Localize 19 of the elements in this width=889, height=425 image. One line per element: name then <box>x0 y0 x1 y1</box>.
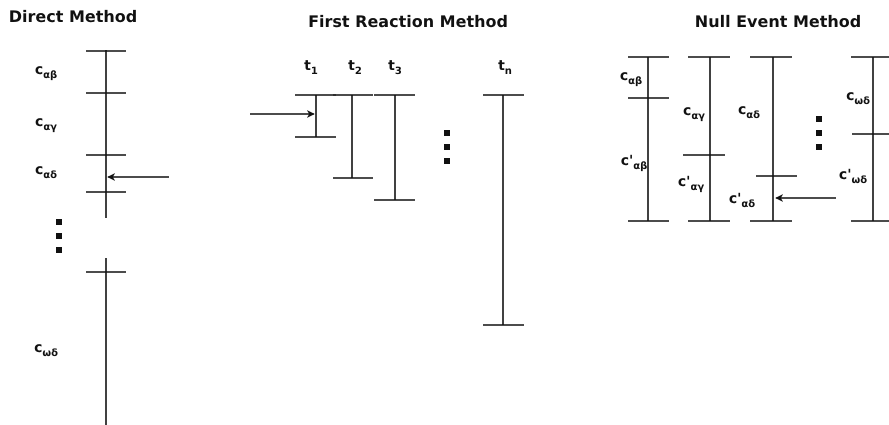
rate-label: c$_{ωδ}$ <box>34 341 58 359</box>
time-label: t$_{3}$ <box>388 59 402 77</box>
rate-label: c$_{αγ}$ <box>35 115 57 133</box>
rate-label: c$_{αδ}$ <box>34 163 58 181</box>
time-label: t$_{1}$ <box>304 59 318 77</box>
rate-label: c$_{ωδ}$ <box>846 89 870 107</box>
panel-heading: Direct Method <box>8 8 138 26</box>
rate-label: c'$_{αγ}$ <box>678 175 704 193</box>
panel-heading: Null Event Method <box>694 13 862 31</box>
rate-label: c'$_{αβ}$ <box>620 154 648 172</box>
time-label: t$_{n}$ <box>498 59 512 77</box>
panel-heading: First Reaction Method <box>308 13 508 31</box>
rate-label: c$_{αγ}$ <box>683 104 705 122</box>
rate-label: c$_{αδ}$ <box>738 103 760 121</box>
rate-label: c'$_{ωδ}$ <box>838 168 868 186</box>
rate-label: c$_{αβ}$ <box>620 69 642 87</box>
rate-label: c$_{αβ}$ <box>34 63 58 81</box>
time-label: t$_{2}$ <box>348 59 362 77</box>
rate-label: c'$_{αδ}$ <box>728 192 756 210</box>
